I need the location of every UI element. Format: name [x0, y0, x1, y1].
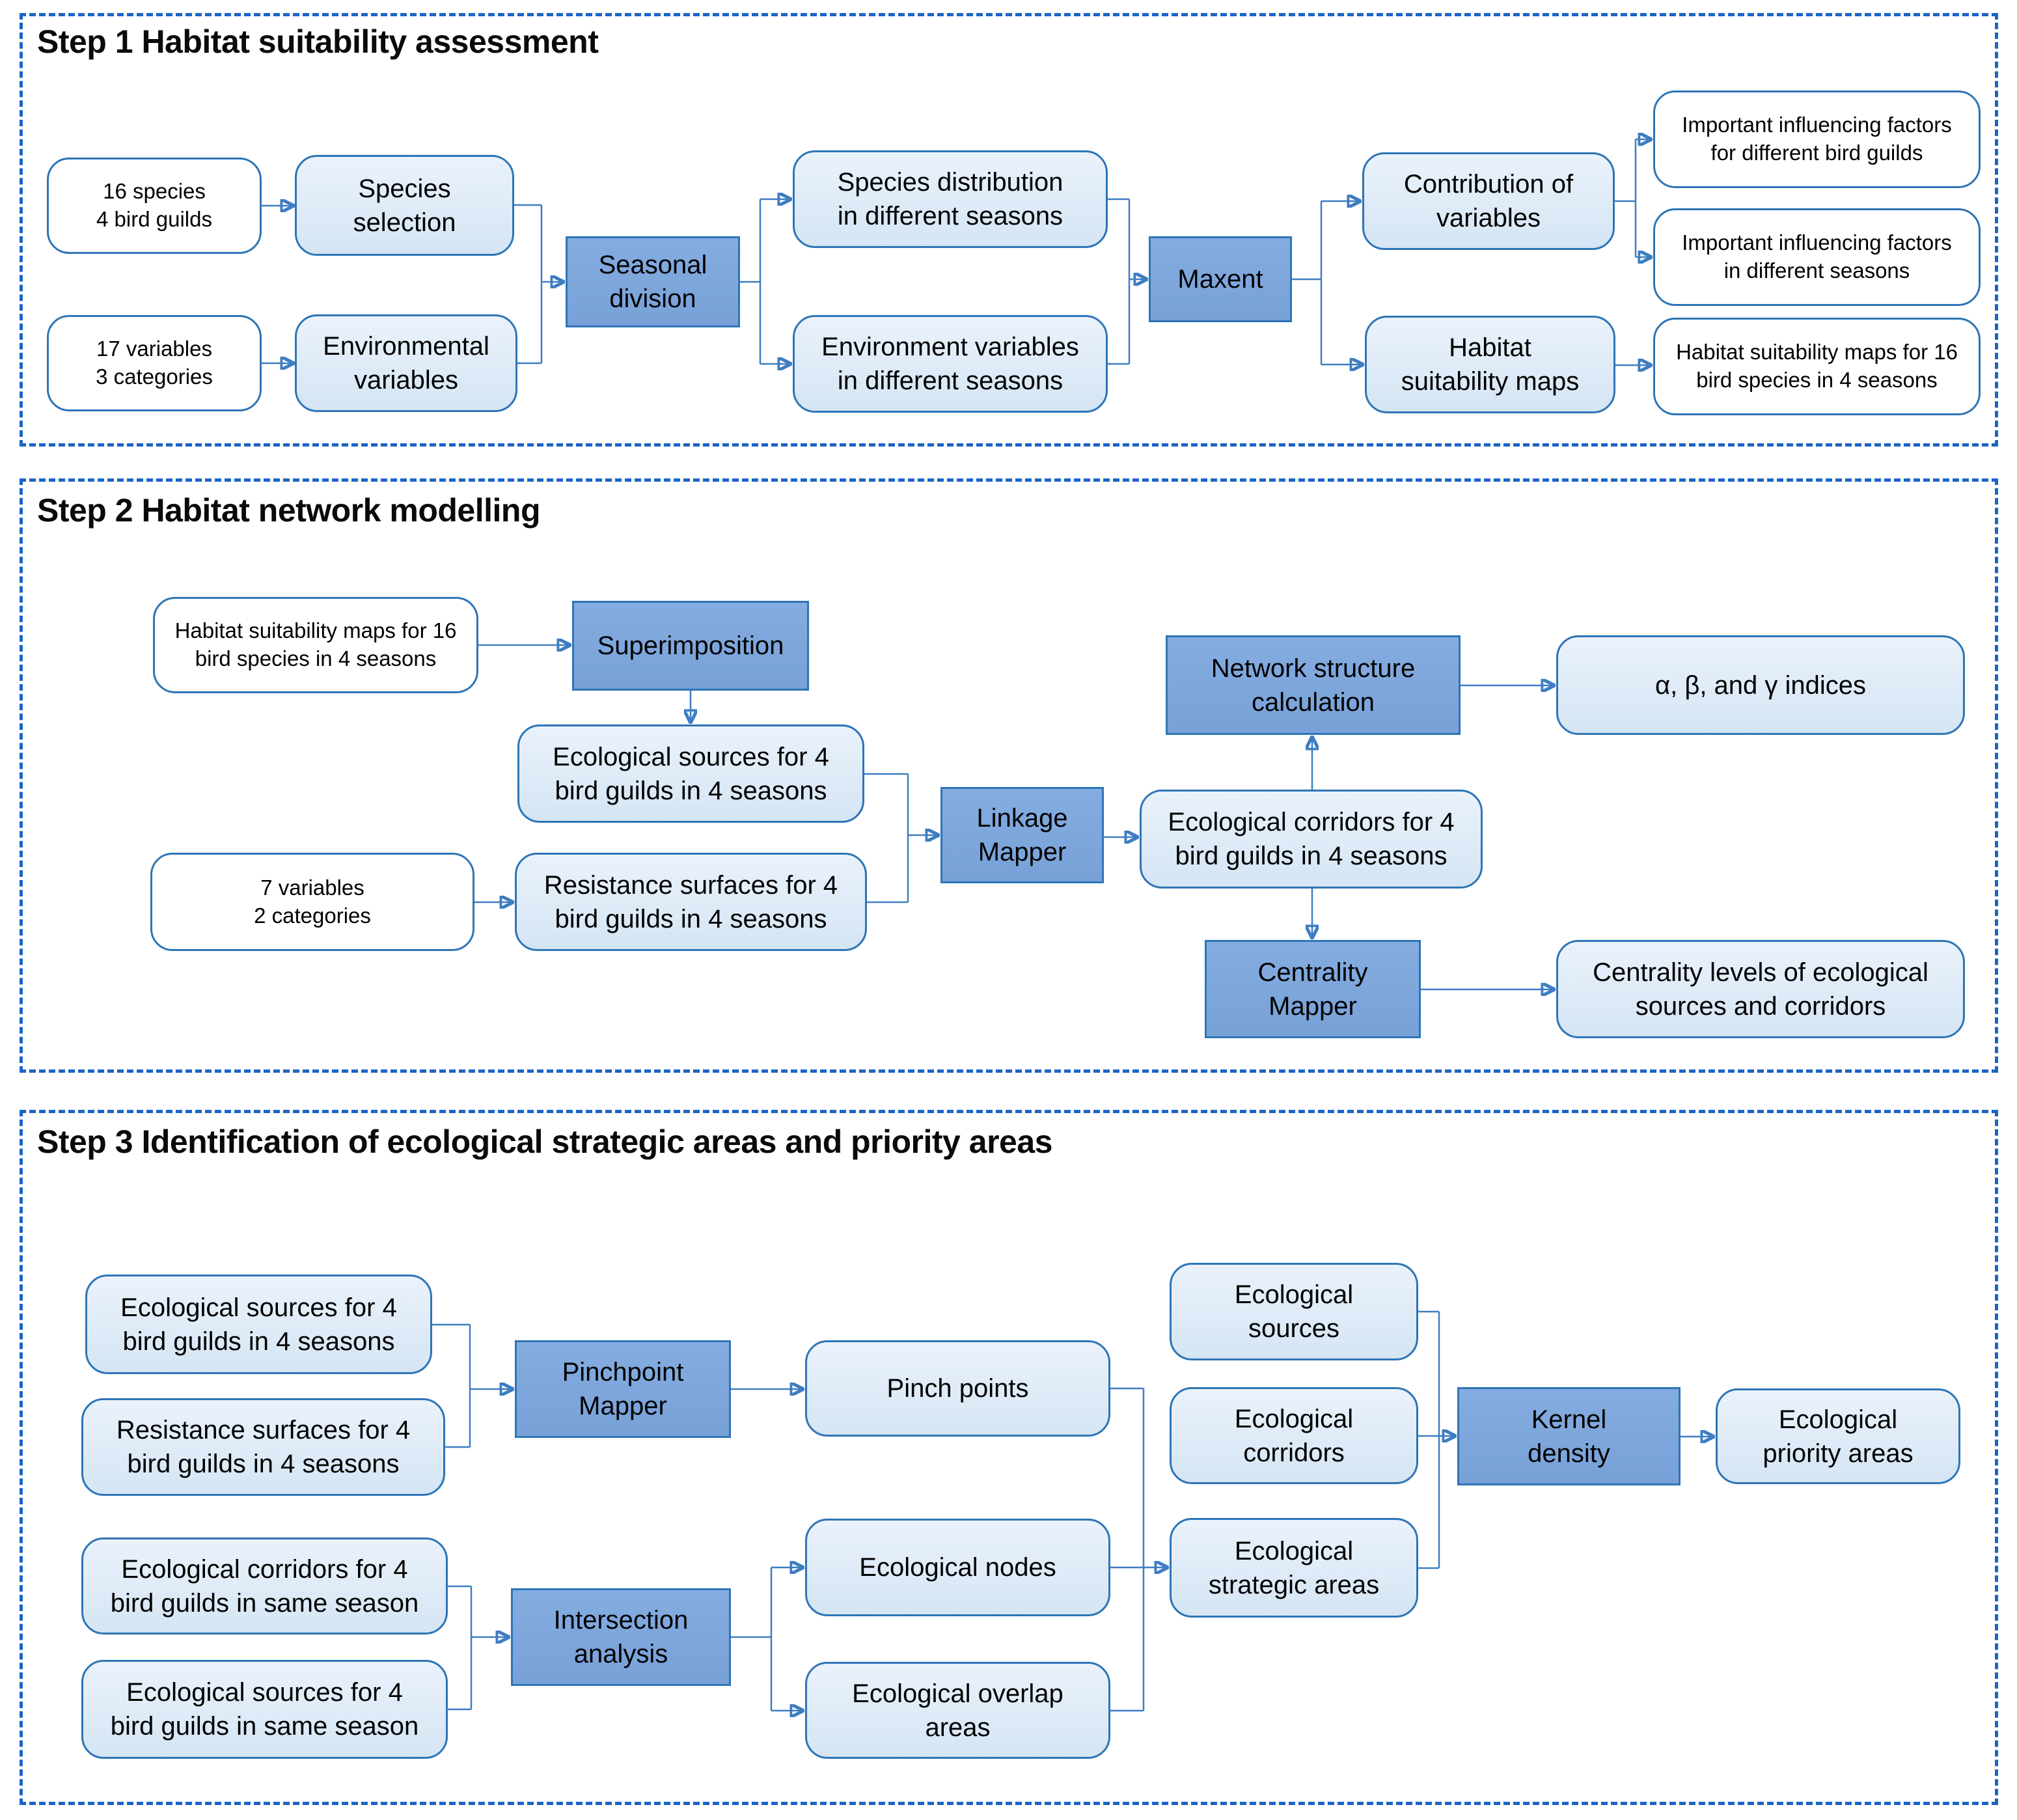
node-resistance-surfaces-4-seasons-2: Resistance surfaces for 4 bird guilds in…: [81, 1398, 445, 1496]
edge-selection-envvars-bracket: [514, 204, 543, 365]
node-ecological-priority-areas: Ecological priority areas: [1716, 1388, 1960, 1484]
node-alpha-beta-gamma-indices: α, β, and γ indices: [1556, 635, 1965, 735]
node-species-selection: Species selection: [295, 155, 514, 256]
node-ecological-sources: Ecological sources: [1170, 1263, 1418, 1360]
edge-sources-resistance-bracket-3: [432, 1323, 471, 1448]
edge-sources-corridors-strategic-bracket: [1418, 1310, 1440, 1569]
node-resistance-surfaces-4-seasons: Resistance surfaces for 4 bird guilds in…: [515, 853, 867, 951]
node-ecological-overlap-areas: Ecological overlap areas: [805, 1662, 1110, 1759]
node-centrality-mapper: Centrality Mapper: [1205, 940, 1421, 1038]
edge-sources-resistance-bracket: [864, 773, 909, 903]
edge-seasonal-division-split: [740, 199, 762, 364]
node-pinch-points: Pinch points: [805, 1340, 1110, 1437]
edge-samecorridors-samesources-bracket: [448, 1585, 473, 1711]
node-factors-seasons: Important influencing factors in differe…: [1653, 208, 1981, 306]
node-habitat-suitability-maps: Habitat suitability maps: [1365, 316, 1615, 413]
node-ecological-corridors-4-seasons: Ecological corridors for 4 bird guilds i…: [1140, 790, 1483, 889]
node-kernel-density: Kernel density: [1457, 1387, 1681, 1485]
edge-pinch-nodes-overlap-bracket: [1110, 1387, 1145, 1712]
panel-step3: [20, 1110, 1998, 1805]
node-eco-corridors-same-season: Ecological corridors for 4 bird guilds i…: [81, 1537, 448, 1634]
node-intersection-analysis: Intersection analysis: [511, 1588, 731, 1686]
panel-step1-title: Step 1 Habitat suitability assessment: [37, 23, 599, 60]
node-network-structure-calculation: Network structure calculation: [1166, 635, 1461, 735]
edge-intersection-split: [731, 1567, 773, 1711]
node-species-distribution-seasons: Species distribution in different season…: [793, 150, 1108, 248]
panel-step2-title: Step 2 Habitat network modelling: [37, 492, 541, 529]
edge-seasons-bracket: [1108, 198, 1131, 365]
node-ecological-strategic-areas: Ecological strategic areas: [1170, 1518, 1418, 1618]
node-pinchpoint-mapper: Pinchpoint Mapper: [515, 1340, 731, 1438]
node-eco-sources-same-season: Ecological sources for 4 bird guilds in …: [81, 1660, 448, 1759]
edge-maxent-split: [1292, 201, 1323, 365]
node-ecological-nodes: Ecological nodes: [805, 1519, 1110, 1616]
node-environmental-variables: Environmental variables: [295, 314, 517, 412]
node-superimposition: Superimposition: [572, 601, 809, 691]
node-contribution-of-variables: Contribution of variables: [1362, 152, 1615, 250]
node-habitat-maps-16-species: Habitat suitability maps for 16 bird spe…: [1653, 318, 1981, 415]
edge-contribution-split: [1615, 139, 1637, 257]
node-eco-sources-4-seasons: Ecological sources for 4 bird guilds in …: [85, 1275, 432, 1374]
node-ecological-corridors: Ecological corridors: [1170, 1387, 1418, 1484]
node-input-species-guilds: 16 species 4 bird guilds: [47, 158, 262, 254]
panel-step1: [20, 13, 1998, 447]
node-input-variables-categories: 17 variables 3 categories: [47, 315, 262, 411]
node-centrality-levels: Centrality levels of ecological sources …: [1556, 940, 1965, 1038]
node-seasonal-division: Seasonal division: [566, 236, 740, 327]
node-factors-bird-guilds: Important influencing factors for differ…: [1653, 90, 1981, 188]
panel-step3-title: Step 3 Identification of ecological stra…: [37, 1124, 1052, 1160]
node-habitat-maps-16-species-input: Habitat suitability maps for 16 bird spe…: [153, 597, 478, 693]
node-ecological-sources-4-seasons: Ecological sources for 4 bird guilds in …: [517, 724, 864, 823]
node-maxent: Maxent: [1149, 236, 1292, 322]
node-input-7-variables: 7 variables 2 categories: [150, 853, 474, 951]
node-environment-variables-seasons: Environment variables in different seaso…: [793, 315, 1108, 413]
node-linkage-mapper: Linkage Mapper: [940, 787, 1104, 883]
panel-step2: [20, 478, 1998, 1073]
